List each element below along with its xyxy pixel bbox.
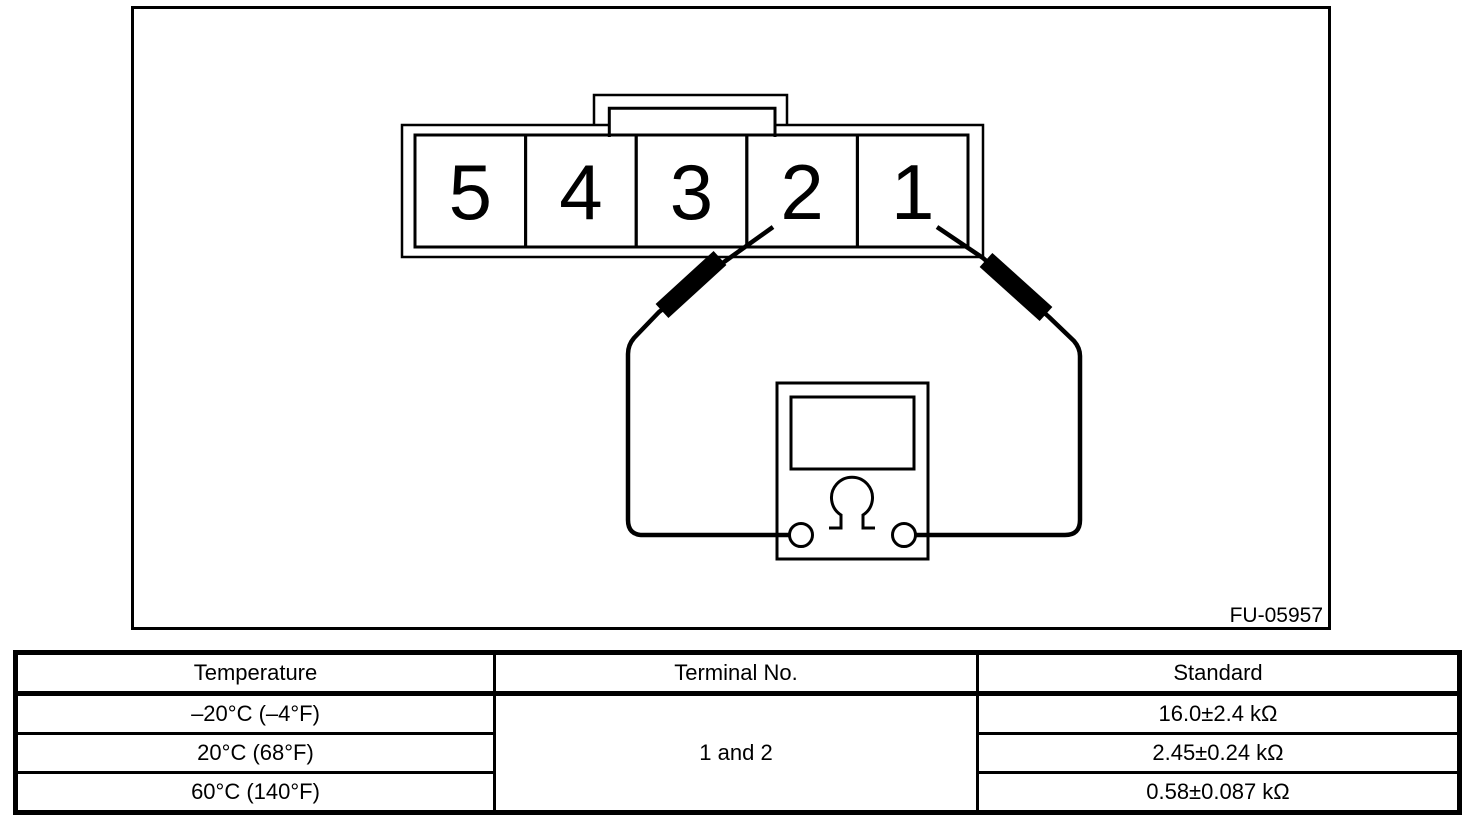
connector-lock-tab-fill bbox=[609, 108, 775, 137]
connector-lock-tab-inner bbox=[607, 106, 777, 137]
standard-cell-2: 2.45±0.24 kΩ bbox=[976, 732, 1461, 774]
col-header-terminal: Terminal No. bbox=[493, 651, 979, 696]
temperature-cell-2: 20°C (68°F) bbox=[14, 732, 496, 774]
standard-cell-3: 0.58±0.087 kΩ bbox=[976, 771, 1461, 814]
connector-terminal-number-4: 4 bbox=[559, 148, 602, 236]
connector-terminal-number-2: 2 bbox=[780, 148, 823, 236]
test-lead-right bbox=[915, 225, 1083, 538]
meter-jack-left bbox=[788, 522, 814, 548]
meter-jack-right bbox=[891, 522, 917, 548]
col-header-standard: Standard bbox=[976, 651, 1461, 696]
ohmmeter-face bbox=[788, 395, 917, 548]
connector-terminal-number-1: 1 bbox=[891, 148, 934, 236]
spec-table: Temperature Terminal No. Standard –20°C … bbox=[13, 650, 1462, 815]
standard-cell-1: 16.0±2.4 kΩ bbox=[976, 692, 1461, 735]
table-row: 20°C (68°F) 2.45±0.24 kΩ bbox=[14, 732, 1461, 774]
terminal-cell: 1 and 2 bbox=[493, 692, 979, 814]
connector-terminal-number-3: 3 bbox=[670, 148, 713, 236]
test-lead-left-wire bbox=[625, 225, 790, 538]
ohm-symbol-icon bbox=[829, 475, 875, 530]
meter-display bbox=[789, 395, 916, 471]
table-row: –20°C (–4°F) 1 and 2 16.0±2.4 kΩ bbox=[14, 692, 1461, 814]
temperature-cell-1: –20°C (–4°F) bbox=[14, 692, 496, 735]
temperature-cell-3: 60°C (140°F) bbox=[14, 771, 496, 814]
test-lead-right-wire bbox=[915, 225, 1083, 538]
test-lead-right-probe bbox=[979, 252, 1053, 322]
wiring-diagram: 5 4 3 2 1 FU-05957 bbox=[400, 93, 1323, 627]
col-header-temperature: Temperature bbox=[14, 651, 496, 696]
connector-lock-tab-outer bbox=[592, 93, 789, 126]
connector-terminal-number-5: 5 bbox=[449, 148, 492, 236]
connector: 5 4 3 2 1 bbox=[400, 93, 985, 259]
test-lead-left bbox=[625, 225, 790, 538]
test-lead-left-probe bbox=[655, 250, 727, 319]
connector-cavity-1 bbox=[855, 133, 970, 249]
figure-id-label: FU-05957 bbox=[1230, 604, 1323, 627]
table-header-row: Temperature Terminal No. Standard bbox=[14, 651, 1461, 696]
